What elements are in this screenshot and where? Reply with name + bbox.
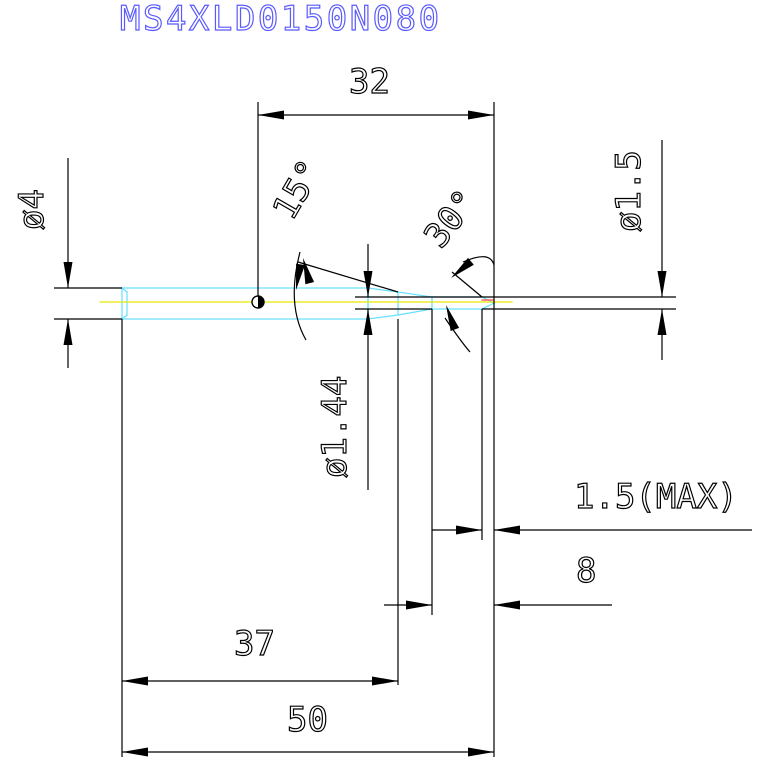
angle-15-label: 15°: [265, 153, 330, 226]
dimension-arrow: [363, 309, 373, 335]
dim-32-label: 32: [349, 62, 390, 102]
dimension-arrow: [363, 271, 373, 297]
tool-profile: [121, 287, 496, 320]
dimension-arrow: [657, 309, 667, 335]
dim-8-label: 8: [576, 551, 596, 591]
dimension-arrow: [296, 263, 305, 290]
dimension-arrow: [451, 257, 474, 278]
dimension-arrow: [63, 319, 73, 345]
angle-arc: [293, 251, 307, 341]
dimension-arrow: [494, 525, 520, 535]
dimension-arrow: [468, 747, 494, 757]
dia-15-label: ø1.5: [609, 150, 649, 232]
dimension-arrow: [122, 676, 148, 686]
dimension-line: [451, 271, 483, 298]
dimension-arrow: [468, 110, 494, 120]
dimension-arrow: [63, 262, 73, 288]
part-number-title: MS4XLD0150N080: [120, 0, 442, 39]
taper-outline: [367, 287, 433, 320]
dimension-arrow: [372, 676, 398, 686]
shank-chamfer-top: [121, 287, 128, 293]
dimension-arrow: [456, 525, 482, 535]
dimension-arrow: [258, 110, 284, 120]
dimension-arrow: [494, 600, 520, 610]
dia-144-label: ø1.44: [315, 376, 355, 478]
dim-max-label: 1.5(MAX): [574, 477, 738, 517]
shank-outline: [121, 287, 369, 320]
dimension-arrow: [303, 258, 315, 285]
dia-4-label: ø4: [12, 189, 52, 230]
shank-chamfer-bottom: [121, 314, 128, 320]
dimension-lines: [54, 102, 752, 757]
neck-outline: [431, 296, 496, 310]
dimension-arrow: [446, 305, 460, 331]
dimension-arrow: [122, 747, 148, 757]
angle-30-label: 30°: [417, 183, 486, 256]
dimension-arrow: [406, 600, 432, 610]
angle-arc: [444, 317, 471, 353]
dim-37-label: 37: [234, 624, 275, 664]
dimension-arrow: [657, 271, 667, 297]
dim-50-label: 50: [287, 700, 328, 740]
dimension-line: [297, 261, 399, 293]
datum-symbol: [251, 295, 265, 309]
